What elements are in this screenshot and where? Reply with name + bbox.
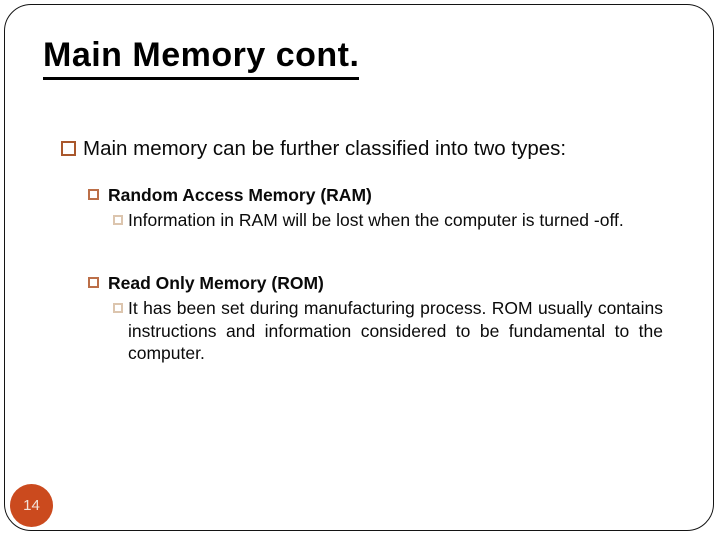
ram-description: Information in RAM will be lost when the… [128,210,624,230]
memory-type-rom: Read Only Memory (ROM) It has been set d… [88,272,663,365]
ram-heading: Random Access Memory (RAM) [108,185,372,205]
page-number-bubble: 14 [10,484,53,527]
square-bullet-icon [88,189,99,200]
page-title: Main Memory cont. [43,36,360,80]
page-title-text: Main Memory cont. [43,36,360,80]
slide-border-frame [4,4,714,531]
intro-bullet-text: Main memory can be further classified in… [83,137,567,160]
memory-type-ram: Random Access Memory (RAM) Information i… [88,184,663,232]
square-bullet-icon [113,303,123,313]
intro-bullet-item: Main memory can be further classified in… [61,136,566,162]
page-number: 14 [23,497,40,514]
ram-heading-row: Random Access Memory (RAM) [88,184,663,207]
square-bullet-icon [113,215,123,225]
square-bullet-icon [88,277,99,288]
rom-heading-row: Read Only Memory (ROM) [88,272,663,295]
ram-description-row: Information in RAM will be lost when the… [113,209,663,232]
rom-description: It has been set during manufacturing pro… [128,298,663,363]
rom-description-row: It has been set during manufacturing pro… [113,297,663,365]
rom-heading: Read Only Memory (ROM) [108,273,324,293]
square-bullet-icon [61,141,76,156]
